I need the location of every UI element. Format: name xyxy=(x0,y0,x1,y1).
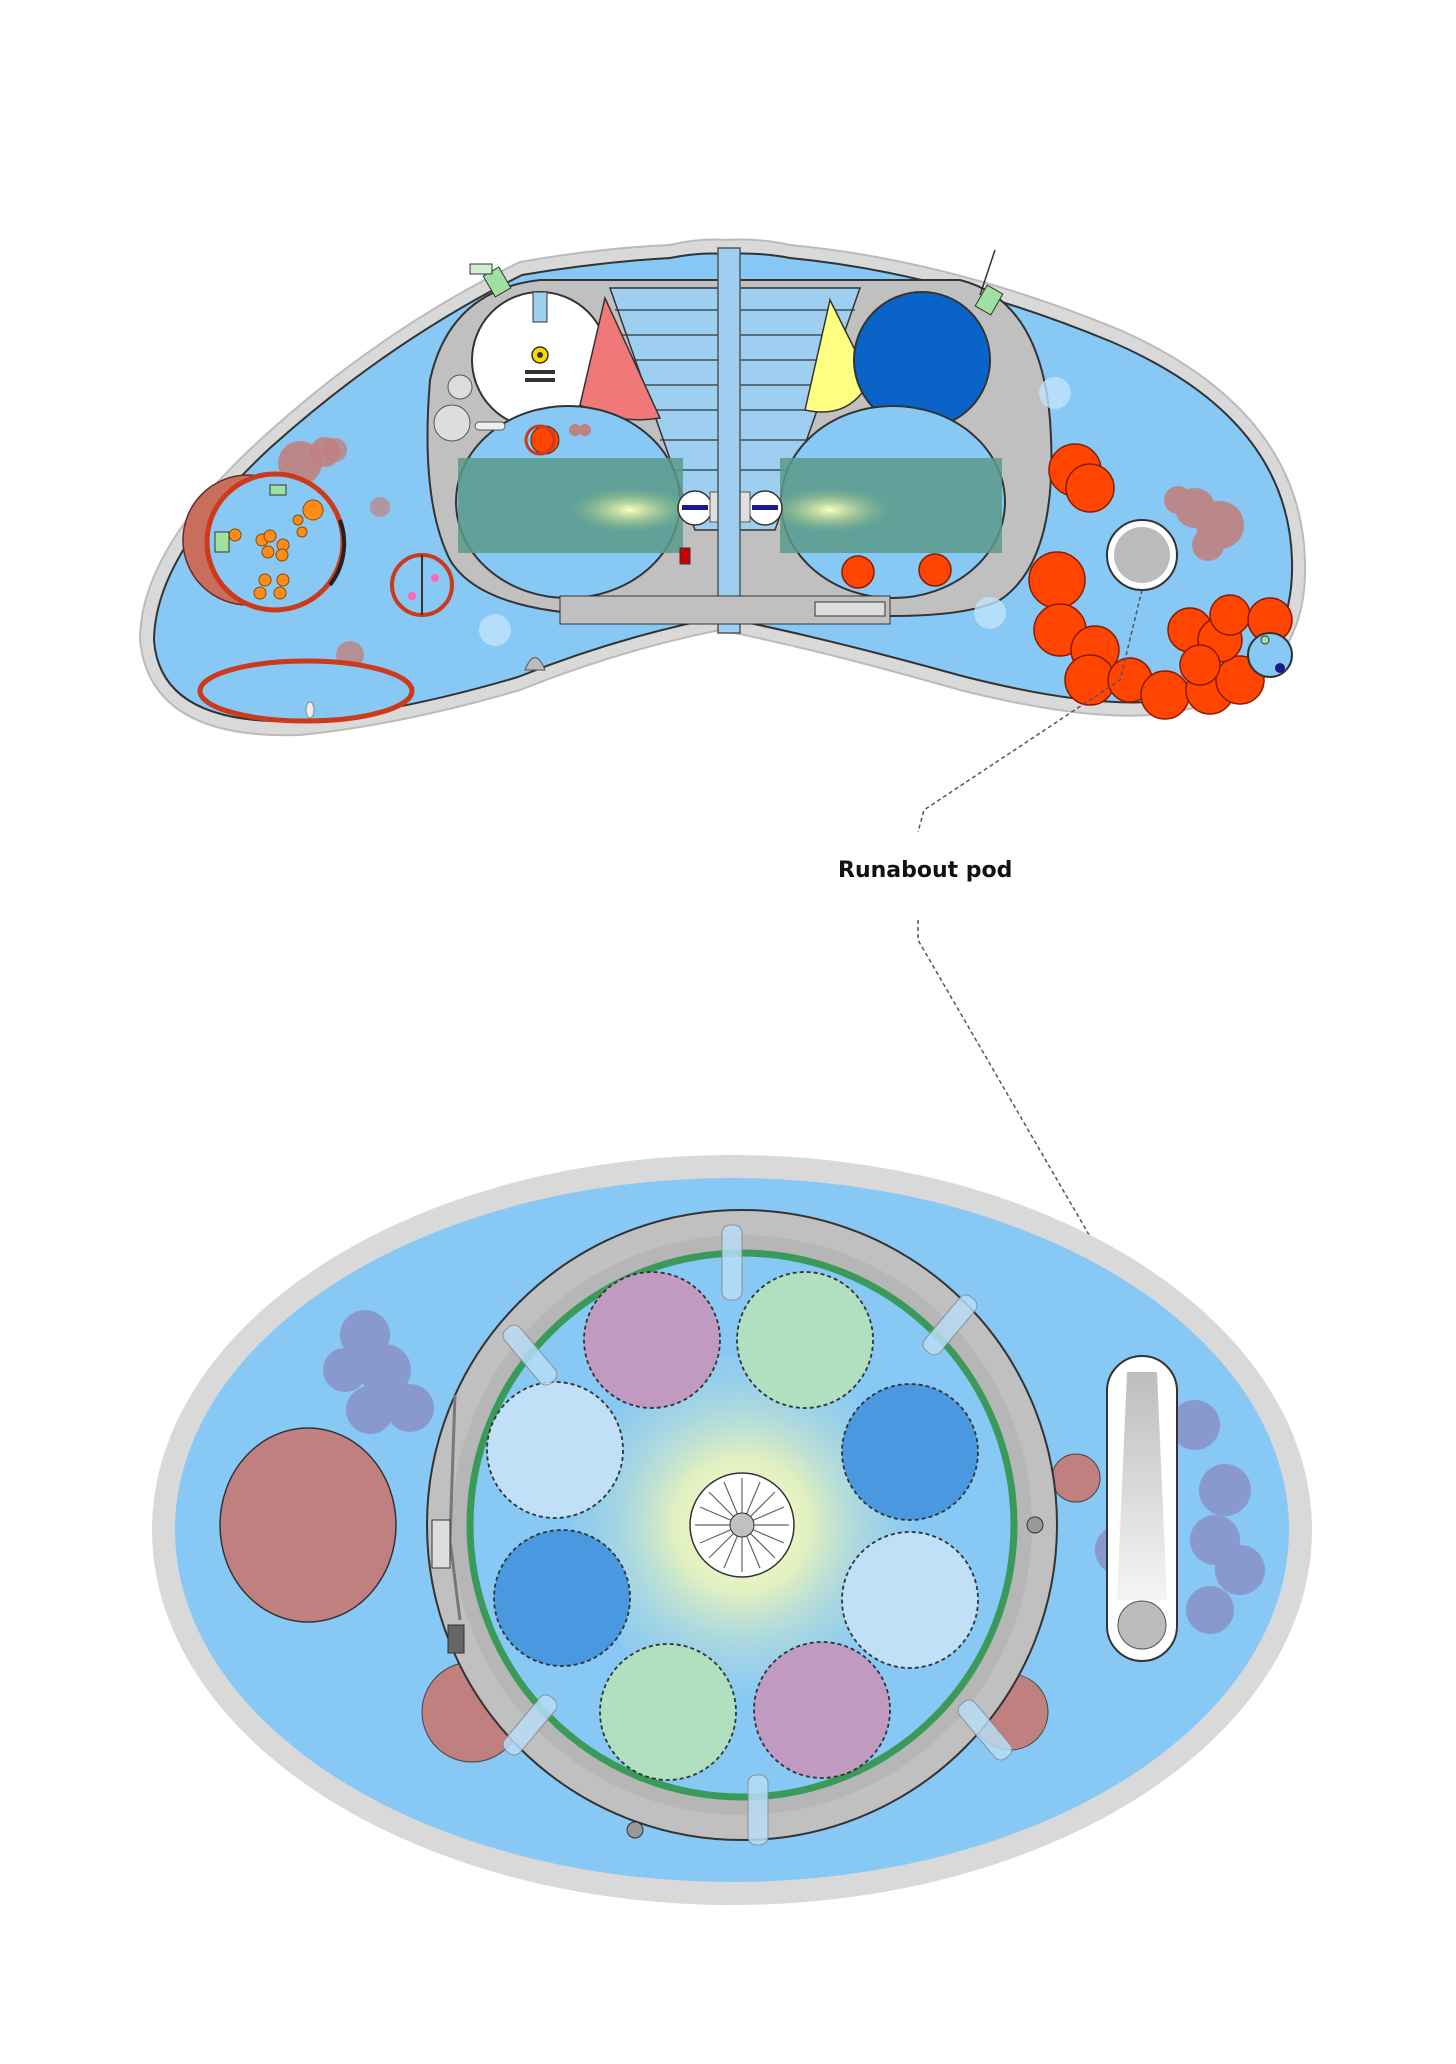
pod-mauve-top xyxy=(583,1271,721,1409)
pod-blue-left xyxy=(493,1529,631,1667)
pod-mauve-bottom xyxy=(753,1641,891,1779)
red-marker xyxy=(679,547,691,565)
pod-dock xyxy=(214,531,230,553)
bottom-view xyxy=(152,1155,1312,1905)
long-red-tank xyxy=(197,658,415,724)
pod-green-bottom xyxy=(599,1643,737,1781)
red-sphere-cluster xyxy=(841,443,1293,720)
pod-blue-right-top xyxy=(841,1383,979,1521)
top-view xyxy=(138,238,1307,737)
mauve-sphere xyxy=(370,497,390,517)
corridors xyxy=(502,1224,1013,1846)
mauve-sphere xyxy=(323,438,347,462)
pod-ring xyxy=(486,1271,979,1781)
mauve-tank-left xyxy=(219,1427,397,1623)
runabout-dock xyxy=(1247,632,1293,678)
orange-pods xyxy=(228,499,324,600)
pod-light-left xyxy=(486,1381,624,1519)
central-spine xyxy=(717,247,741,634)
mauve-cluster-right xyxy=(1164,486,1244,561)
callout-label-runabout-pod: Runabout pod xyxy=(838,858,1013,883)
pod-light-right xyxy=(841,1531,979,1669)
pod-dock xyxy=(269,484,287,496)
enclosure-arc xyxy=(328,519,347,587)
callout-leader-line xyxy=(917,589,1151,1341)
pod-green-top xyxy=(736,1271,874,1409)
small-tug xyxy=(524,657,546,671)
capsule-marker xyxy=(305,701,315,719)
